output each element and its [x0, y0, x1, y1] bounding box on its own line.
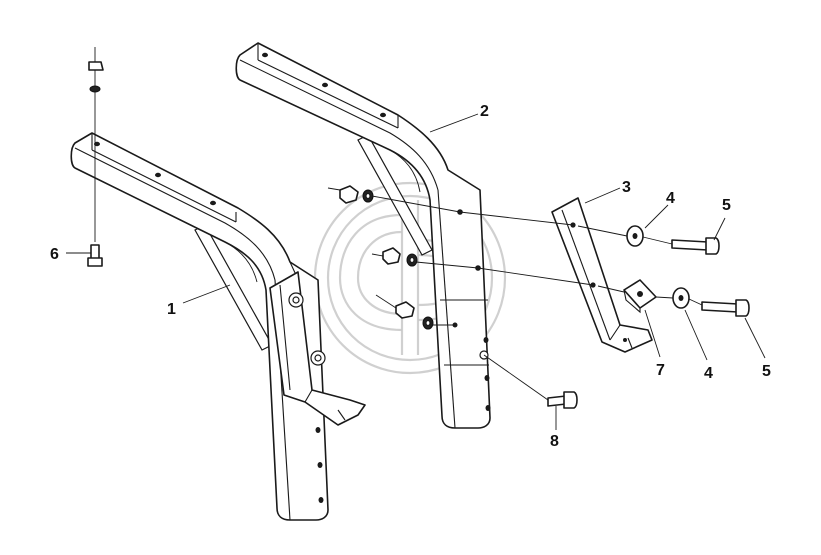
bracket-1-clamp — [269, 271, 366, 426]
bolt-part-5-lower — [701, 299, 750, 317]
callout-labels: 1 2 3 4 5 6 7 4 5 8 — [50, 103, 771, 450]
callout-8: 8 — [550, 433, 559, 450]
bolt-part-5-upper — [671, 237, 720, 255]
callout-4-upper: 4 — [666, 190, 675, 207]
callout-leaders — [66, 113, 766, 430]
angle-bracket-part-3 — [551, 197, 653, 353]
washer-part-4-lower — [672, 287, 690, 309]
bracket-1-arm — [70, 132, 329, 521]
callout-5-lower: 5 — [762, 363, 771, 380]
nuts-and-washers — [339, 185, 434, 330]
bolt-part-8 — [547, 391, 578, 409]
callout-2: 2 — [480, 103, 489, 120]
callout-6: 6 — [50, 246, 59, 263]
callout-3: 3 — [622, 179, 631, 196]
square-plate-part-7 — [623, 279, 657, 314]
bracket-part-1 — [70, 132, 366, 521]
bolt-part-6 — [87, 47, 104, 267]
company-logo-watermark — [313, 181, 507, 375]
bracket-part-2 — [235, 42, 491, 429]
assembly-lines — [327, 187, 703, 401]
callout-4-lower: 4 — [704, 365, 713, 382]
callout-7: 7 — [656, 362, 665, 379]
washer-part-4-upper — [626, 225, 644, 247]
bracket-2-arm — [235, 42, 491, 429]
callout-5-upper: 5 — [722, 197, 731, 214]
callout-1: 1 — [167, 301, 176, 318]
